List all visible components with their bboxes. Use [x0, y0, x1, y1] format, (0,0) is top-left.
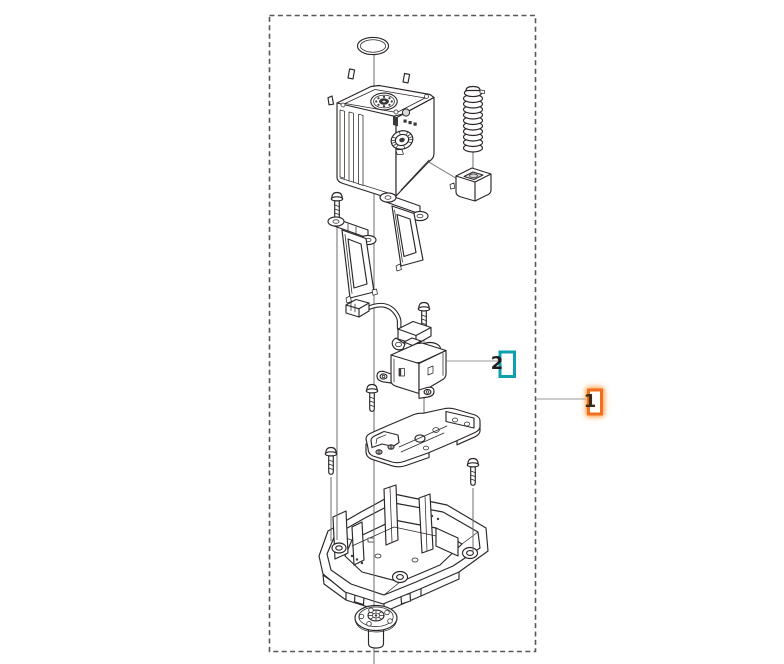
mount-bracket	[365, 407, 481, 468]
chassis-housing	[318, 484, 489, 613]
motor-unit	[327, 68, 435, 200]
frame-bracket-left	[327, 216, 378, 304]
screw-right	[466, 457, 480, 486]
screw-left	[324, 446, 338, 475]
frame-bracket-right	[379, 192, 429, 272]
cable-assembly	[345, 298, 432, 351]
callout-1-box[interactable]	[587, 388, 603, 416]
gearbox	[376, 337, 447, 399]
spring	[462, 85, 485, 153]
damper-block	[449, 167, 492, 202]
selection-dashed-border	[268, 14, 537, 653]
screw-top	[330, 191, 344, 220]
callout-2[interactable]: 2	[447, 350, 516, 378]
callout-1[interactable]: 1	[536, 388, 603, 416]
callout-2-box[interactable]	[498, 350, 516, 378]
sealing-ring	[356, 36, 390, 56]
screw-gearbox	[365, 383, 379, 412]
seal-washer	[354, 604, 398, 649]
callout-2-label: 2	[491, 353, 504, 374]
callout-1-label: 1	[584, 391, 597, 412]
knob-gear	[390, 130, 414, 156]
